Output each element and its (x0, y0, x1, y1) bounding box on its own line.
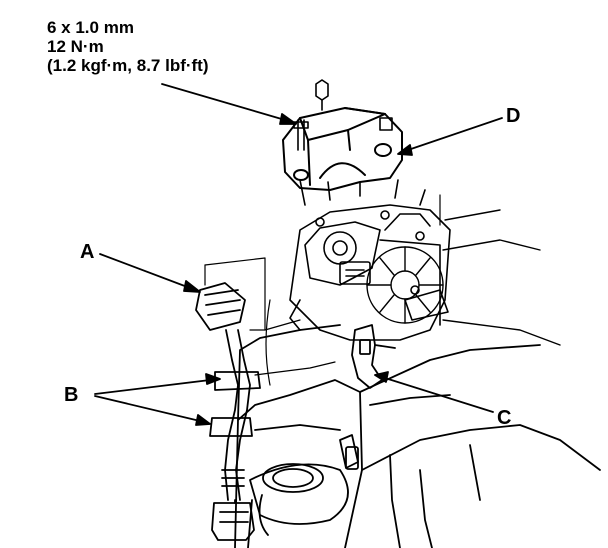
torque-spec: 6 x 1.0 mm 12 N·m (1.2 kgf·m, 8.7 lbf·ft… (47, 18, 209, 75)
callout-d: D (506, 105, 521, 127)
callout-c: C (497, 407, 512, 429)
callout-b: B (64, 384, 79, 406)
cover-part-d (282, 107, 403, 191)
gear-detail (366, 209, 561, 346)
reference-lines (204, 194, 441, 386)
leader-lines (94, 83, 503, 426)
bolt-size-text: 6 x 1.0 mm (47, 18, 134, 37)
wire-harness (195, 282, 261, 541)
transmission-housing (234, 324, 601, 548)
callout-a: A (80, 241, 95, 263)
torque-value-text: 12 N·m (47, 37, 104, 56)
torque-conversion-text: (1.2 kgf·m, 8.7 lbf·ft) (47, 56, 209, 75)
bolts (293, 79, 393, 151)
valve-body (289, 179, 451, 341)
